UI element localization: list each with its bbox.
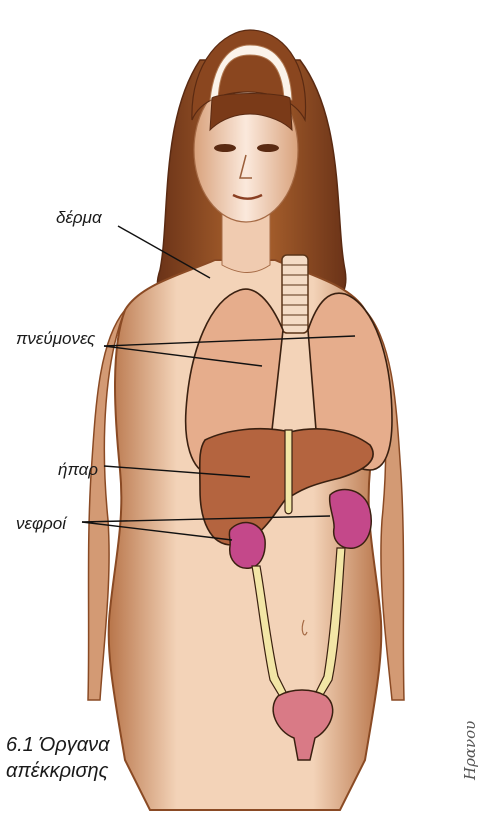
aorta (285, 430, 292, 514)
label-kidneys: νεφροί (16, 514, 66, 534)
right-eye (257, 144, 279, 152)
figure-caption: 6.1 Όργανα απέκκρισης (6, 732, 110, 784)
caption-line-2: απέκκρισης (6, 758, 110, 784)
left-eye (214, 144, 236, 152)
caption-line-1: 6.1 Όργανα (6, 732, 110, 758)
trachea (282, 255, 308, 333)
label-lungs: πνεύμονες (16, 329, 95, 349)
right-kidney (330, 490, 372, 549)
label-skin: δέρμα (56, 208, 102, 228)
label-liver: ήπαρ (58, 460, 98, 480)
left-kidney (229, 523, 265, 569)
artist-signature: Ηρανου (461, 721, 479, 781)
